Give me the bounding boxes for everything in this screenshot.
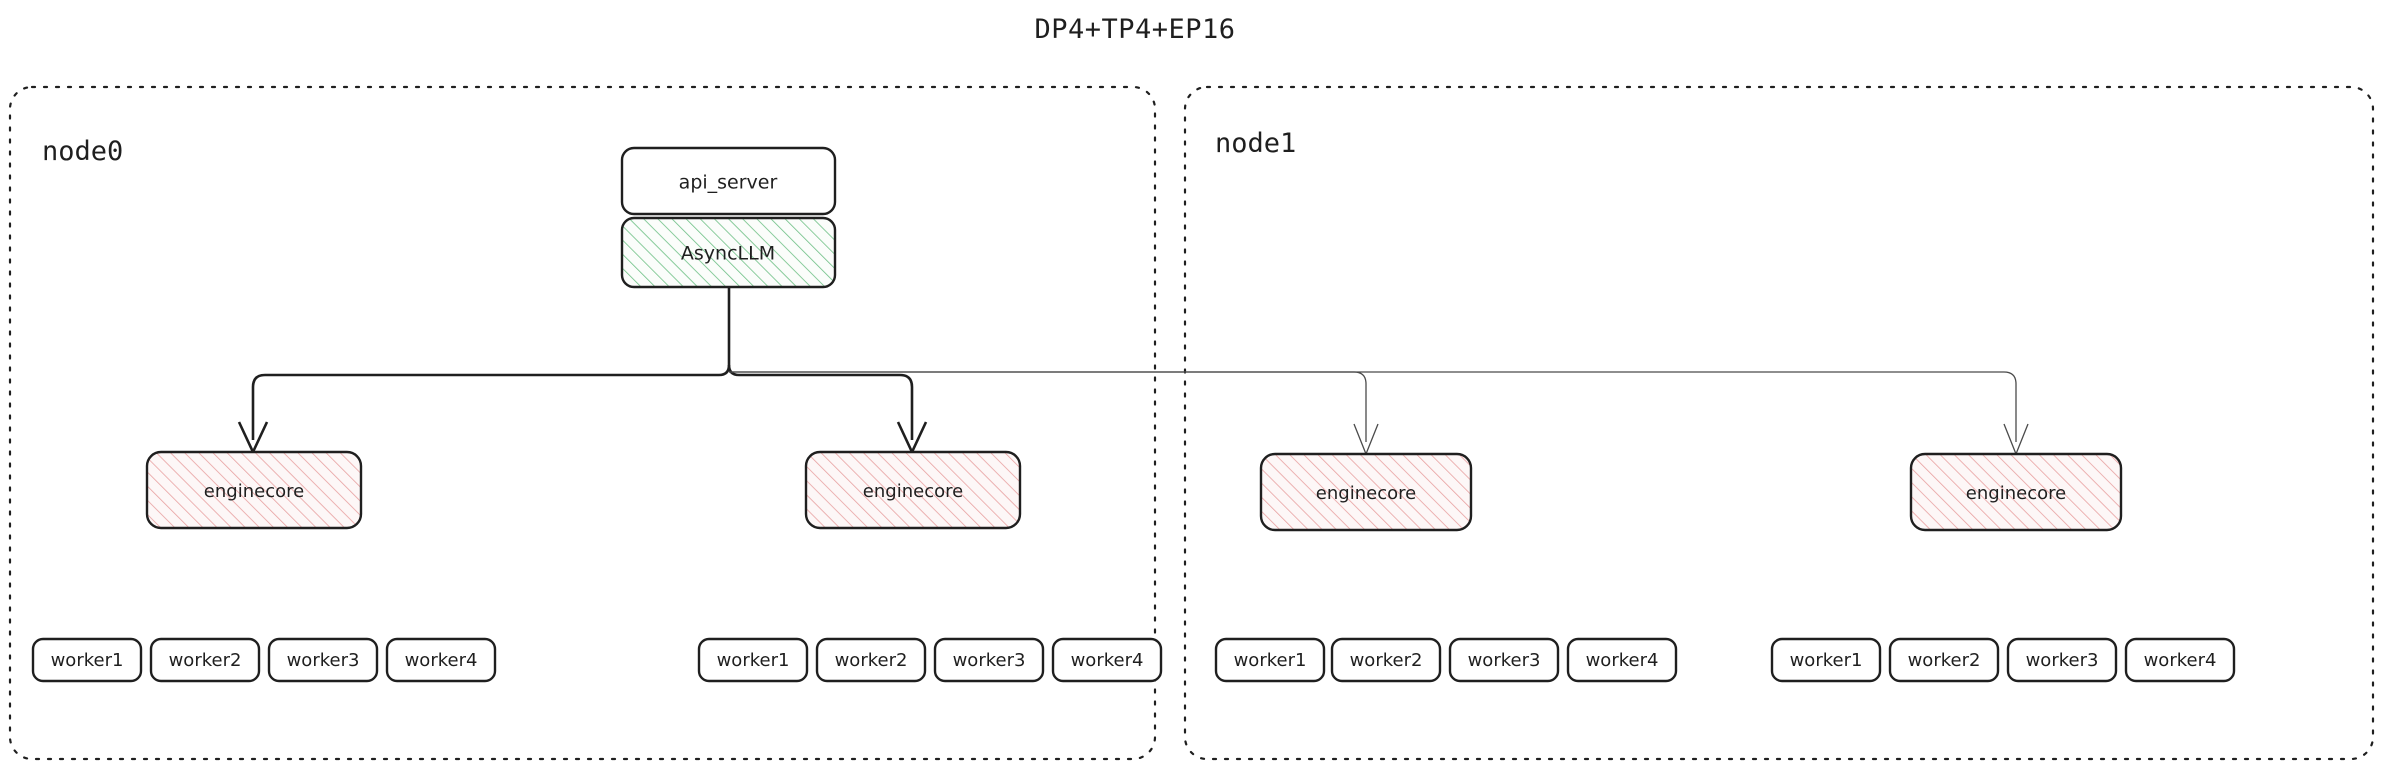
node-worker-box[interactable]: [385, 637, 497, 683]
node-worker-label: worker4: [405, 650, 478, 671]
worker-group-node1-b: worker1 worker2 worker3 worker4: [1770, 637, 2236, 683]
node-worker-label: worker4: [1071, 650, 1144, 671]
node-enginecore-n1-b-box[interactable]: [1909, 452, 2123, 532]
cluster-node0-border: [8, 85, 1157, 761]
node-worker-box[interactable]: [267, 637, 379, 683]
node-worker-label: worker4: [2144, 650, 2217, 671]
node-worker[interactable]: worker1: [31, 637, 143, 683]
node-async-llm[interactable]: AsyncLLM: [620, 216, 837, 289]
cluster-node1: node1: [1183, 85, 2375, 761]
node-enginecore-n0-b-box[interactable]: [804, 450, 1022, 530]
worker-group-node1-a: worker1 worker2 worker3 worker4: [1214, 637, 1678, 683]
node-worker[interactable]: worker3: [933, 637, 1045, 683]
node-worker-box[interactable]: [1770, 637, 1882, 683]
cluster-node1-border: [1183, 85, 2375, 761]
node-worker-label: worker1: [1234, 650, 1307, 671]
node-worker[interactable]: worker4: [385, 637, 497, 683]
node-worker-box[interactable]: [149, 637, 261, 683]
node-worker-box[interactable]: [1448, 637, 1560, 683]
node-worker-label: worker3: [287, 650, 360, 671]
page-title: DP4+TP4+EP16: [1034, 14, 1235, 45]
node-worker-box[interactable]: [1888, 637, 2000, 683]
node-worker-label: worker3: [953, 650, 1026, 671]
node-enginecore-n0-a[interactable]: enginecore: [145, 450, 363, 530]
node-worker-label: worker2: [169, 650, 242, 671]
node-worker[interactable]: worker2: [149, 637, 261, 683]
node-enginecore-n1-a-box[interactable]: [1259, 452, 1473, 532]
node-worker[interactable]: worker3: [2006, 637, 2118, 683]
node-worker-box[interactable]: [815, 637, 927, 683]
node-worker[interactable]: worker3: [1448, 637, 1560, 683]
worker-group-node0-a: worker1 worker2 worker3 worker4: [31, 637, 497, 683]
node-enginecore-n0-b[interactable]: enginecore: [804, 450, 1022, 530]
cluster-node0-label: node0: [42, 136, 123, 167]
node-worker[interactable]: worker1: [1770, 637, 1882, 683]
node-enginecore-n0-a-box[interactable]: [145, 450, 363, 530]
node-worker-box[interactable]: [1051, 637, 1163, 683]
node-enginecore-n0-b-label: enginecore: [863, 481, 963, 502]
node-worker-label: worker2: [1350, 650, 1423, 671]
node-worker-box[interactable]: [933, 637, 1045, 683]
node-worker-box[interactable]: [1330, 637, 1442, 683]
node-worker[interactable]: worker3: [267, 637, 379, 683]
node-worker-label: worker1: [717, 650, 790, 671]
node-worker[interactable]: worker4: [2124, 637, 2236, 683]
edge-asyncllm-to-enginecore-n0-a: [251, 364, 731, 440]
node-api-server-box[interactable]: [620, 146, 837, 216]
node-api-server-label: api_server: [679, 172, 778, 194]
cluster-node0: node0: [8, 85, 1157, 761]
node-enginecore-n1-a[interactable]: enginecore: [1259, 452, 1473, 532]
node-worker-box[interactable]: [1214, 637, 1326, 683]
node-worker-box[interactable]: [2124, 637, 2236, 683]
node-worker[interactable]: worker1: [1214, 637, 1326, 683]
node-async-llm-box[interactable]: [620, 216, 837, 289]
node-worker-label: worker3: [1468, 650, 1541, 671]
node-worker[interactable]: worker4: [1566, 637, 1678, 683]
node-enginecore-n1-b-label: enginecore: [1966, 483, 2066, 504]
node-async-llm-label: AsyncLLM: [681, 243, 775, 265]
cluster-node1-label: node1: [1215, 128, 1296, 159]
node-worker[interactable]: worker2: [1330, 637, 1442, 683]
node-worker-box[interactable]: [2006, 637, 2118, 683]
node-worker-box[interactable]: [31, 637, 143, 683]
node-worker-box[interactable]: [1566, 637, 1678, 683]
node-worker-label: worker1: [1790, 650, 1863, 671]
node-worker-label: worker2: [1908, 650, 1981, 671]
node-worker-label: worker3: [2026, 650, 2099, 671]
node-enginecore-n1-b[interactable]: enginecore: [1909, 452, 2123, 532]
node-enginecore-n1-a-label: enginecore: [1316, 483, 1416, 504]
node-worker-box[interactable]: [697, 637, 809, 683]
node-worker-label: worker4: [1586, 650, 1659, 671]
node-worker[interactable]: worker2: [1888, 637, 2000, 683]
node-worker[interactable]: worker4: [1051, 637, 1163, 683]
node-worker[interactable]: worker1: [697, 637, 809, 683]
node-api-server[interactable]: api_server: [620, 146, 837, 216]
node-worker-label: worker2: [835, 650, 908, 671]
edge-asyncllm-to-enginecore-n0-b: [727, 364, 914, 440]
node-worker[interactable]: worker2: [815, 637, 927, 683]
edge-asyncllm-to-enginecore-n1-b: [729, 371, 2017, 442]
worker-group-node0-b: worker1 worker2 worker3 worker4: [697, 637, 1163, 683]
node-enginecore-n0-a-label: enginecore: [204, 481, 304, 502]
node-worker-label: worker1: [51, 650, 124, 671]
